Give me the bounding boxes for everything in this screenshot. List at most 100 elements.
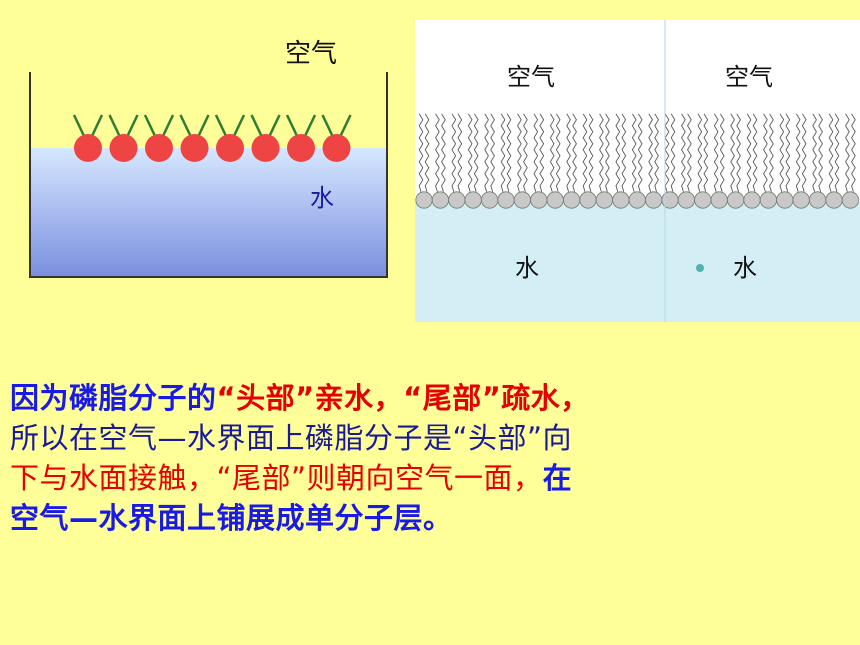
lipid-tail	[451, 113, 457, 192]
lipid-tail	[736, 113, 741, 192]
lipid-head	[497, 191, 515, 209]
panel-1-water-label: 水	[515, 254, 539, 282]
lipid-tail	[500, 113, 506, 192]
lipid-head	[612, 191, 630, 209]
lipid-tail	[572, 113, 577, 192]
lipid-tail	[834, 113, 840, 192]
beaker-outline	[29, 72, 388, 278]
phospholipid-head	[216, 134, 244, 162]
lipid-tail	[828, 113, 834, 192]
lipid-head	[481, 191, 499, 209]
lipid-tail	[779, 113, 785, 192]
lipid-head	[710, 191, 728, 209]
lipid-head	[776, 191, 794, 209]
air-label: 空气	[285, 39, 337, 69]
lipid-head	[464, 191, 482, 209]
lipid-tail	[473, 113, 479, 192]
tail-left	[179, 114, 192, 137]
lipid-tail	[812, 113, 817, 192]
beaker-diagram: 空气 水	[29, 39, 388, 278]
lipid-head	[595, 191, 613, 209]
panel-2-air-label: 空气	[725, 63, 773, 91]
lipid-tail	[769, 113, 774, 192]
lipid-head	[825, 191, 843, 209]
tail-right	[268, 114, 281, 137]
tail-right	[90, 114, 104, 137]
line4-seg1: 空气—水界面上铺展成单分子层。	[10, 501, 453, 535]
lipid-head	[530, 191, 548, 209]
lipid-tail	[681, 113, 686, 192]
lipid-tail	[746, 113, 752, 192]
lipid-tail	[533, 113, 539, 192]
lipid-head	[431, 191, 450, 209]
text-line-1: 因为磷脂分子的“头部”亲水，“尾部”疏水，	[10, 378, 855, 418]
water-label: 水	[310, 184, 334, 212]
lipid-tail	[490, 113, 495, 192]
lipid-tail	[670, 113, 676, 192]
line1-seg1: 因为磷脂分子的	[10, 381, 217, 415]
lipid-tail	[566, 113, 571, 192]
lipid-head	[628, 191, 646, 209]
lipid-head	[563, 191, 581, 209]
lipid-tail	[648, 113, 653, 192]
lipid-tail	[418, 113, 424, 192]
water-body	[30, 148, 386, 276]
lipid-tail	[435, 113, 440, 192]
lipid-tail	[654, 113, 659, 192]
lipid-head	[743, 191, 761, 209]
text-line-3: 下与水面接触，“尾部”则朝向空气一面，在	[10, 458, 855, 498]
lipid-tail	[467, 113, 473, 192]
tail-left	[214, 114, 228, 137]
tail-left	[285, 114, 299, 137]
tail-left	[72, 114, 86, 137]
text-line-4: 空气—水界面上铺展成单分子层。	[10, 498, 855, 538]
tail-left	[108, 114, 121, 137]
phospholipid-head	[109, 134, 138, 162]
lipid-tail	[785, 113, 791, 192]
lipid-tail	[599, 113, 604, 192]
lipid-head	[579, 191, 597, 209]
lipid-tail	[457, 113, 463, 192]
panel-water	[415, 202, 860, 322]
phospholipid-head	[322, 134, 351, 162]
lipid-tail	[588, 113, 594, 192]
lipid-head	[513, 191, 532, 209]
tail-right	[339, 114, 352, 137]
lipid-tail	[484, 113, 489, 192]
lipid-tail	[713, 113, 719, 192]
lipid-tail	[795, 113, 801, 192]
lipid-tail	[523, 113, 528, 192]
lipid-tail	[818, 113, 823, 192]
lipid-head	[694, 191, 712, 209]
lipid-tail	[517, 113, 522, 192]
panel-1-air-label: 空气	[507, 63, 555, 91]
tail-left	[143, 114, 157, 137]
lipid-tail	[703, 113, 709, 192]
tail-right	[126, 114, 139, 137]
lipid-head	[808, 191, 827, 209]
lipid-tail	[730, 113, 735, 192]
phospholipid-head	[180, 134, 209, 162]
panel-2-water-label: 水	[733, 254, 757, 282]
lipid-tail	[555, 113, 561, 192]
lipid-head	[661, 191, 679, 209]
lipid-tail	[697, 113, 703, 192]
lipid-tail	[851, 113, 856, 192]
phospholipid-head	[145, 134, 173, 162]
lipid-head	[759, 191, 777, 209]
head-row	[415, 191, 859, 209]
lipid-tail	[801, 113, 807, 192]
lipid-head	[546, 191, 564, 209]
lipid-head	[645, 191, 663, 209]
tail-left	[250, 114, 263, 137]
line3-seg2: 在	[542, 461, 573, 495]
lipid-head	[415, 191, 433, 209]
lipid-tail	[615, 113, 621, 192]
tail-row	[418, 113, 856, 192]
line2-seg1: 所以在空气—水界面上磷脂分子是“头部”向	[10, 421, 573, 455]
text-line-2: 所以在空气—水界面上磷脂分子是“头部”向	[10, 418, 855, 458]
lipid-tail	[763, 113, 768, 192]
lipid-tail	[605, 113, 610, 192]
lipid-tail	[637, 113, 643, 192]
lipid-tail	[719, 113, 725, 192]
